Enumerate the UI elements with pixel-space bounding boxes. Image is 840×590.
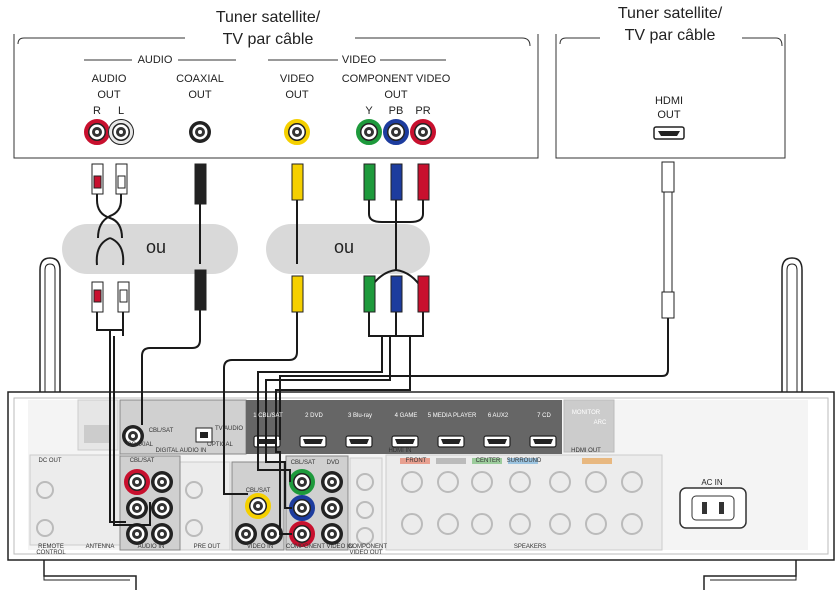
source-audio-l-jack: [108, 119, 134, 145]
component-out-label-1: COMPONENT VIDEO: [341, 73, 451, 85]
center-label: CENTER: [475, 458, 501, 464]
audio-in-cbl-sat-label: CBL/SAT: [129, 458, 155, 464]
audio-r-label: R: [93, 105, 101, 117]
coaxial-out-label-1: COAXIAL: [176, 73, 224, 85]
pre-out-label: PRE OUT: [193, 544, 221, 550]
hdmi-in-2-label: 2 DVD: [305, 413, 323, 419]
speakers-label: SPEAKERS: [513, 544, 547, 550]
remote-control-label: REMOTE CONTROL: [36, 544, 66, 556]
or-label-left: ou: [145, 237, 167, 257]
tv-audio-label: TV AUDIO: [214, 426, 243, 432]
component-out-label-2: OUT: [384, 89, 408, 101]
monitor-label: MONITOR: [571, 410, 601, 416]
source-comp-y-jack: [356, 119, 382, 145]
hdmi-in-6-label: 6 AUX2: [487, 413, 509, 419]
group-video-label: VIDEO: [341, 54, 377, 66]
source-audio-r-jack: [84, 119, 110, 145]
source-left-title-line2: TV par câble: [222, 31, 314, 48]
source-right-title-line2: TV par câble: [624, 27, 716, 44]
optical-label: OPTICAL: [207, 442, 233, 448]
audio-in-section-label: AUDIO IN: [137, 544, 165, 550]
group-audio-label: AUDIO: [137, 54, 173, 66]
hdmi-in-5-label: 5 MEDIA PLAYER: [427, 413, 477, 419]
or-label-right: ou: [333, 237, 355, 257]
ac-in-label: AC IN: [701, 478, 723, 487]
video-out-label-2: OUT: [285, 89, 309, 101]
source-comp-pb-jack: [383, 119, 409, 145]
component-video-in-label: COMPONENT VIDEO IN: [286, 544, 353, 550]
coaxial-receiver-label: COAXIAL: [126, 442, 153, 448]
digital-audio-in-label: DIGITAL AUDIO IN: [155, 448, 207, 454]
hdmi-out-section-label: HDMI OUT: [571, 448, 601, 454]
coaxial-out-label-2: OUT: [188, 89, 212, 101]
source-coaxial-jack: [189, 121, 211, 143]
or-pill-left: [62, 224, 238, 274]
antenna-label: ANTENNA: [85, 544, 115, 550]
source-right-title-line1: Tuner satellite/: [617, 5, 723, 22]
comp-pb-label: PB: [388, 105, 404, 117]
video-in-cbl-sat-label: CBL/SAT: [245, 488, 271, 494]
source-left-title-line1: Tuner satellite/: [215, 9, 321, 26]
hdmi-in-1-label: 1 CBL/SAT: [253, 413, 283, 419]
comp-in-cbl-sat-label: CBL/SAT: [290, 460, 316, 466]
arc-label: ARC: [593, 420, 607, 426]
audio-l-label: L: [117, 105, 125, 117]
audio-out-label-1: AUDIO: [91, 73, 127, 85]
hdmi-in-4-label: 4 GAME: [394, 413, 418, 419]
front-label: FRONT: [405, 458, 427, 464]
video-in-section-label: VIDEO IN: [246, 544, 274, 550]
surround-label: SURROUND: [506, 458, 542, 464]
source-comp-pr-jack: [410, 119, 436, 145]
dc-out-label: DC OUT: [38, 458, 62, 464]
or-pill-right: [266, 224, 430, 274]
hdmi-out-label-2: OUT: [657, 109, 681, 121]
hdmi-in-7-label: 7 CD: [537, 413, 551, 419]
hdmi-out-label-1: HDMI: [654, 95, 684, 107]
component-video-out-label: COMPONENT VIDEO OUT: [348, 544, 387, 556]
source-hdmi-port: [653, 126, 685, 140]
audio-out-label-2: OUT: [97, 89, 121, 101]
hdmi-in-3-label: 3 Blu-ray: [347, 413, 372, 419]
comp-in-dvd-label: DVD: [326, 460, 340, 466]
cbl-sat-digital-label: CBL/SAT: [148, 428, 174, 434]
comp-y-label: Y: [365, 105, 373, 117]
hdmi-in-section-label: HDMI IN: [388, 448, 412, 454]
comp-pr-label: PR: [415, 105, 431, 117]
source-video-jack: [284, 119, 310, 145]
video-out-label-1: VIDEO: [279, 73, 315, 85]
